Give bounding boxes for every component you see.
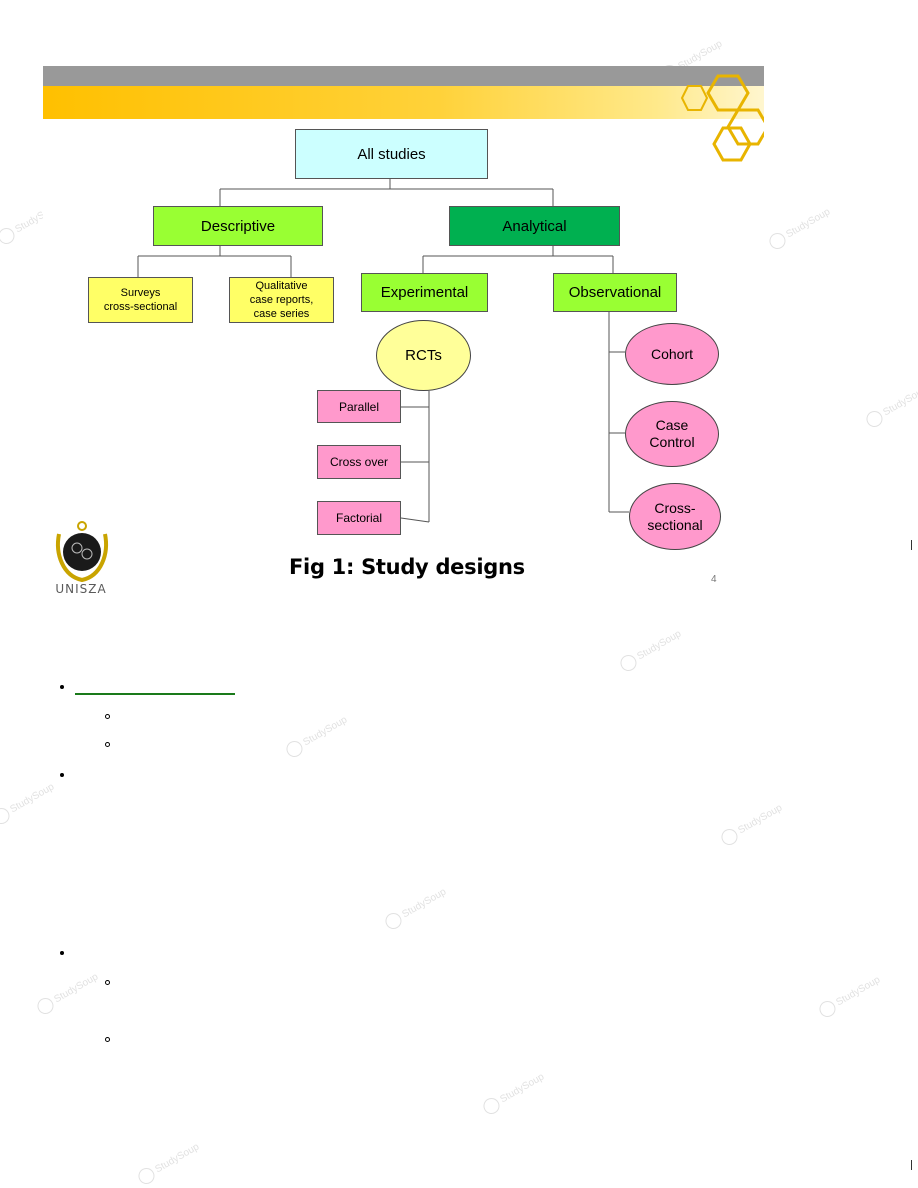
bullet-marker <box>60 685 64 689</box>
node-factorial: Factorial <box>317 501 401 535</box>
sub-bullet-marker <box>105 1037 110 1042</box>
header-gray-bar <box>43 66 764 86</box>
watermark: StudySoup <box>0 779 57 827</box>
watermark-text: StudySoup <box>834 974 883 1009</box>
watermark-logo-icon <box>816 998 839 1020</box>
watermark-text: StudySoup <box>400 886 449 921</box>
watermark-text: StudySoup <box>784 206 833 241</box>
node-descriptive: Descriptive <box>153 206 323 246</box>
watermark-logo-icon <box>34 995 57 1017</box>
hyperlink-underline[interactable] <box>75 680 235 695</box>
watermark-logo-icon <box>135 1165 158 1187</box>
watermark-logo-icon <box>0 225 18 247</box>
watermark-text: StudySoup <box>301 714 350 749</box>
watermark: StudySoup <box>34 969 102 1017</box>
watermark: StudySoup <box>480 1069 548 1117</box>
watermark-text: StudySoup <box>635 628 684 663</box>
node-qualitative: Qualitative case reports, case series <box>229 277 334 323</box>
node-cohort: Cohort <box>625 323 719 385</box>
watermark-logo-icon <box>718 826 741 848</box>
watermark-logo-icon <box>382 910 405 932</box>
unisza-logo-icon <box>56 521 108 583</box>
logo-text: UNISZA <box>55 582 107 596</box>
watermark: StudySoup <box>283 712 351 760</box>
watermark: StudySoup <box>718 800 786 848</box>
watermark-logo-icon <box>283 738 306 760</box>
node-cross-sectional: Cross- sectional <box>629 483 721 550</box>
node-case-control: Case Control <box>625 401 719 467</box>
sub-bullet-marker <box>105 980 110 985</box>
watermark-text: StudySoup <box>736 802 785 837</box>
watermark-logo-icon <box>863 408 886 430</box>
node-cross-over: Cross over <box>317 445 401 479</box>
slide-page-number: 4 <box>711 574 717 585</box>
edge-mark <box>911 1160 912 1170</box>
watermark: StudySoup <box>766 204 834 252</box>
watermark-text: StudySoup <box>8 781 57 816</box>
watermark: StudySoup <box>382 884 450 932</box>
watermark-text: StudySoup <box>881 384 918 419</box>
watermark-text: StudySoup <box>153 1141 202 1176</box>
watermark: StudySoup <box>135 1139 203 1187</box>
sub-bullet-marker <box>105 714 110 719</box>
node-parallel: Parallel <box>317 390 401 423</box>
bullet-marker <box>60 951 64 955</box>
node-all-studies: All studies <box>295 129 488 179</box>
watermark-logo-icon <box>766 230 789 252</box>
watermark: StudySoup <box>863 382 918 430</box>
node-rcts: RCTs <box>376 320 471 391</box>
node-surveys: Surveys cross-sectional <box>88 277 193 323</box>
slide-figure: All studies Descriptive Analytical Surve… <box>43 66 764 606</box>
watermark: StudySoup <box>617 626 685 674</box>
edge-mark <box>911 540 912 550</box>
watermark-text: StudySoup <box>498 1071 547 1106</box>
node-observational: Observational <box>553 273 677 312</box>
watermark-text: StudySoup <box>52 971 101 1006</box>
watermark-logo-icon <box>480 1095 503 1117</box>
bullet-marker <box>60 773 64 777</box>
watermark-logo-icon <box>0 805 13 827</box>
header-yellow-bar <box>43 86 764 119</box>
connector-lines <box>137 179 629 523</box>
figure-caption: Fig 1: Study designs <box>289 555 525 579</box>
watermark-logo-icon <box>617 652 640 674</box>
node-analytical: Analytical <box>449 206 620 246</box>
watermark: StudySoup <box>816 972 884 1020</box>
sub-bullet-marker <box>105 742 110 747</box>
node-experimental: Experimental <box>361 273 488 312</box>
hexagon-pattern-icon <box>680 74 764 162</box>
